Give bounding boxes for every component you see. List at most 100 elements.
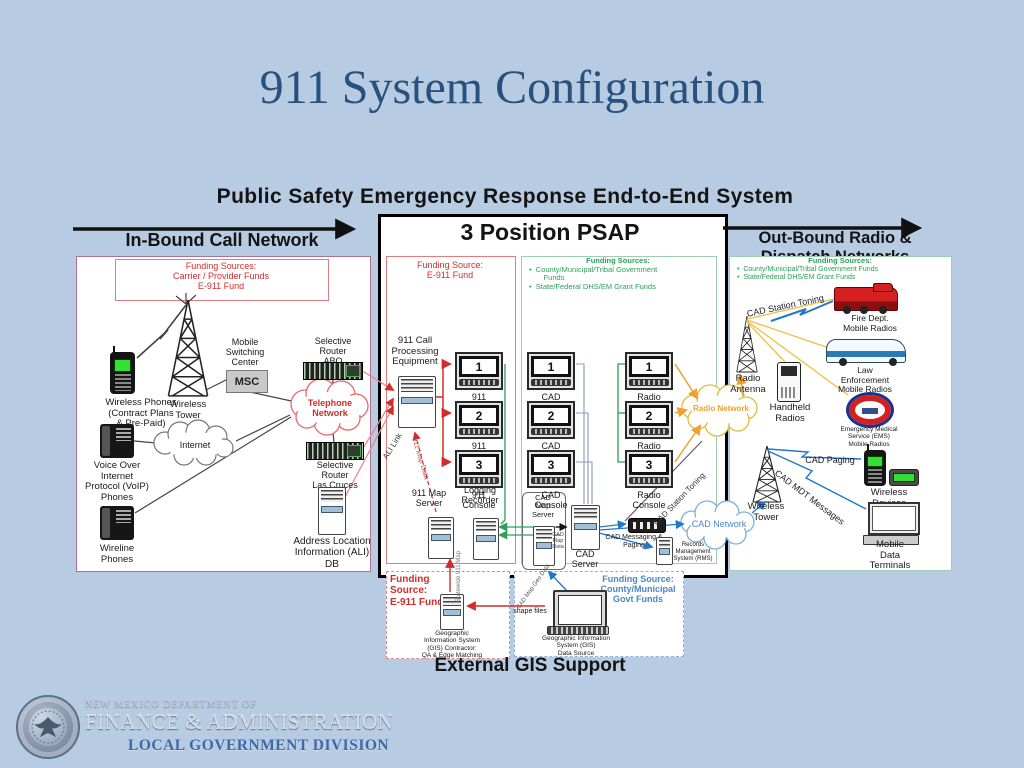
seal-eagle-icon bbox=[31, 710, 65, 744]
router-lc-label: Selective Router Las Cruces bbox=[312, 460, 358, 491]
cad-server-label: CAD Server bbox=[571, 549, 599, 570]
voip-phone-icon bbox=[100, 424, 134, 458]
console-number: 3 bbox=[459, 454, 499, 475]
monitor-icon: 1 bbox=[455, 352, 503, 390]
call-processing-label: 911 Call Processing Equipment bbox=[391, 335, 439, 368]
outbound-wireless-tower-label: Wireless Tower bbox=[747, 501, 785, 523]
gis-right-funding: Funding Source: County/Municipal Govt Fu… bbox=[600, 574, 676, 605]
console-number: 2 bbox=[629, 405, 669, 426]
console-radio-1: 1 Radio Console bbox=[625, 352, 673, 412]
ems-logo-icon bbox=[846, 392, 894, 428]
footer-line1: NEW MEXICO DEPARTMENT OF bbox=[85, 699, 257, 710]
keyboard-icon bbox=[459, 428, 499, 435]
diagram-header: Public Safety Emergency Response End-to-… bbox=[216, 185, 794, 208]
ems-label: Emergency Medical Service (EMS) Mobile R… bbox=[840, 426, 898, 448]
gis-right-label: Geographic Information System (GIS) Data… bbox=[542, 635, 610, 657]
fire-label: Fire Dept. Mobile Radios bbox=[843, 313, 897, 333]
console-radio-3: 3 Radio Console bbox=[625, 450, 673, 510]
logging-recorder-icon bbox=[473, 518, 499, 560]
cad-map-server-label: CAD Map Server bbox=[531, 493, 555, 519]
console-number: 3 bbox=[531, 454, 571, 475]
inbound-funding: Funding Sources: Carrier / Provider Fund… bbox=[172, 261, 270, 292]
gis-monitor-icon bbox=[553, 590, 607, 630]
internet-label: Internet bbox=[179, 440, 211, 450]
keyboard-icon bbox=[531, 428, 571, 435]
monitor-icon: 2 bbox=[527, 401, 575, 439]
console-911-2: 2 911 Console bbox=[455, 401, 503, 461]
wireline-phones-label: Wireline Phones bbox=[99, 543, 135, 565]
keyboard-icon bbox=[629, 379, 669, 386]
call-processing-server-icon bbox=[398, 376, 436, 428]
page-title: 911 System Configuration bbox=[259, 61, 765, 114]
cad-map-data-label: CAD Map Data bbox=[552, 532, 564, 551]
monitor-icon: 3 bbox=[625, 450, 673, 488]
outbound-funding-bullets: • County/Municipal/Tribal Government Fun… bbox=[737, 266, 879, 281]
cad-server-icon bbox=[571, 505, 600, 550]
gis-left-label: Geographic Information System (GIS) Cont… bbox=[421, 630, 483, 660]
ali-db-label: Address Location Information (ALI) DB bbox=[293, 536, 371, 570]
monitor-icon: 1 bbox=[527, 352, 575, 390]
ali-db-server-icon bbox=[318, 487, 346, 535]
psap-heading: 3 Position PSAP bbox=[460, 219, 640, 245]
monitor-icon: 3 bbox=[527, 450, 575, 488]
wireless-tower-label: Wireless Tower bbox=[169, 399, 207, 421]
keyboard-icon bbox=[629, 477, 669, 484]
psap-funding-bullets: • County/Municipal/Tribal Government Fun… bbox=[529, 265, 658, 291]
keyboard-icon bbox=[531, 477, 571, 484]
console-number: 1 bbox=[459, 356, 499, 377]
rms-label: Records Management System (RMS) bbox=[673, 542, 713, 562]
gis-keyboard-icon bbox=[547, 626, 609, 635]
inbound-heading: In-Bound Call Network bbox=[125, 230, 319, 250]
inbound-funding-box bbox=[115, 259, 329, 301]
wireless-phone-icon bbox=[110, 346, 135, 394]
radio-network-label: Radio Network bbox=[692, 404, 749, 413]
outbound-funding-title: Funding Sources: bbox=[808, 256, 872, 265]
cad-paging-label: CAD Paging bbox=[805, 455, 855, 465]
mdt-label: Mobile Data Terminals bbox=[869, 539, 911, 572]
console-911-3: 3 911 Console bbox=[455, 450, 503, 510]
keyboard-icon bbox=[531, 379, 571, 386]
router-abq-label: Selective Router ABQ bbox=[314, 336, 352, 366]
wireless-device-phone-icon bbox=[864, 444, 886, 486]
router-abq-icon bbox=[303, 362, 363, 380]
map-server-icon bbox=[428, 517, 454, 559]
console-number: 3 bbox=[629, 454, 669, 475]
voip-phones-label: Voice Over Internet Protocol (VoIP) Phon… bbox=[85, 460, 149, 504]
console-cad-3: 3 CAD Console bbox=[527, 450, 575, 510]
keyboard-icon bbox=[629, 428, 669, 435]
logging-recorder-label: Logging Recorder bbox=[461, 485, 499, 506]
console-number: 1 bbox=[629, 356, 669, 377]
wireline-phone-icon bbox=[100, 506, 134, 540]
cad-map-server-icon bbox=[533, 526, 555, 566]
gis-heading: External GIS Support bbox=[434, 655, 626, 676]
state-seal-logo bbox=[16, 695, 80, 759]
console-number: 1 bbox=[531, 356, 571, 377]
console-label: 911 Console bbox=[462, 490, 496, 510]
telephone-network-label: Telephone Network bbox=[307, 398, 353, 419]
msc-box: MSC bbox=[226, 370, 268, 393]
statewide-map-label: Statewide 911 Map bbox=[456, 551, 462, 602]
radio-antenna-label: Radio Antenna bbox=[730, 373, 766, 395]
msc-caption: Mobile Switching Center bbox=[225, 337, 265, 368]
console-label: CAD Console bbox=[534, 490, 568, 510]
monitor-icon: 1 bbox=[625, 352, 673, 390]
handheld-label: Handheld Radios bbox=[769, 402, 811, 424]
footer-line2: FINANCE & ADMINISTRATION bbox=[85, 710, 394, 734]
monitor-icon: 3 bbox=[455, 450, 503, 488]
shape-files-label: shape files bbox=[513, 608, 547, 615]
rms-server-icon bbox=[656, 537, 673, 565]
map-server-label: 911 Map Server bbox=[411, 488, 447, 509]
psap-funding-title: Funding Sources: bbox=[586, 256, 650, 265]
console-cad-2: 2 CAD Console bbox=[527, 401, 575, 461]
keyboard-icon bbox=[459, 477, 499, 484]
console-number: 2 bbox=[459, 405, 499, 426]
gis-left-funding: Funding Source: E-911 Fund bbox=[390, 574, 444, 608]
console-cad-1: 1 CAD Console bbox=[527, 352, 575, 412]
gis-contractor-server-icon bbox=[440, 594, 464, 630]
fire-truck-icon bbox=[834, 283, 898, 314]
monitor-icon: 2 bbox=[455, 401, 503, 439]
footer-line3: LOCAL GOVERNMENT DIVISION bbox=[128, 737, 390, 754]
handheld-radio-icon bbox=[777, 362, 801, 402]
police-car-icon bbox=[826, 339, 906, 366]
